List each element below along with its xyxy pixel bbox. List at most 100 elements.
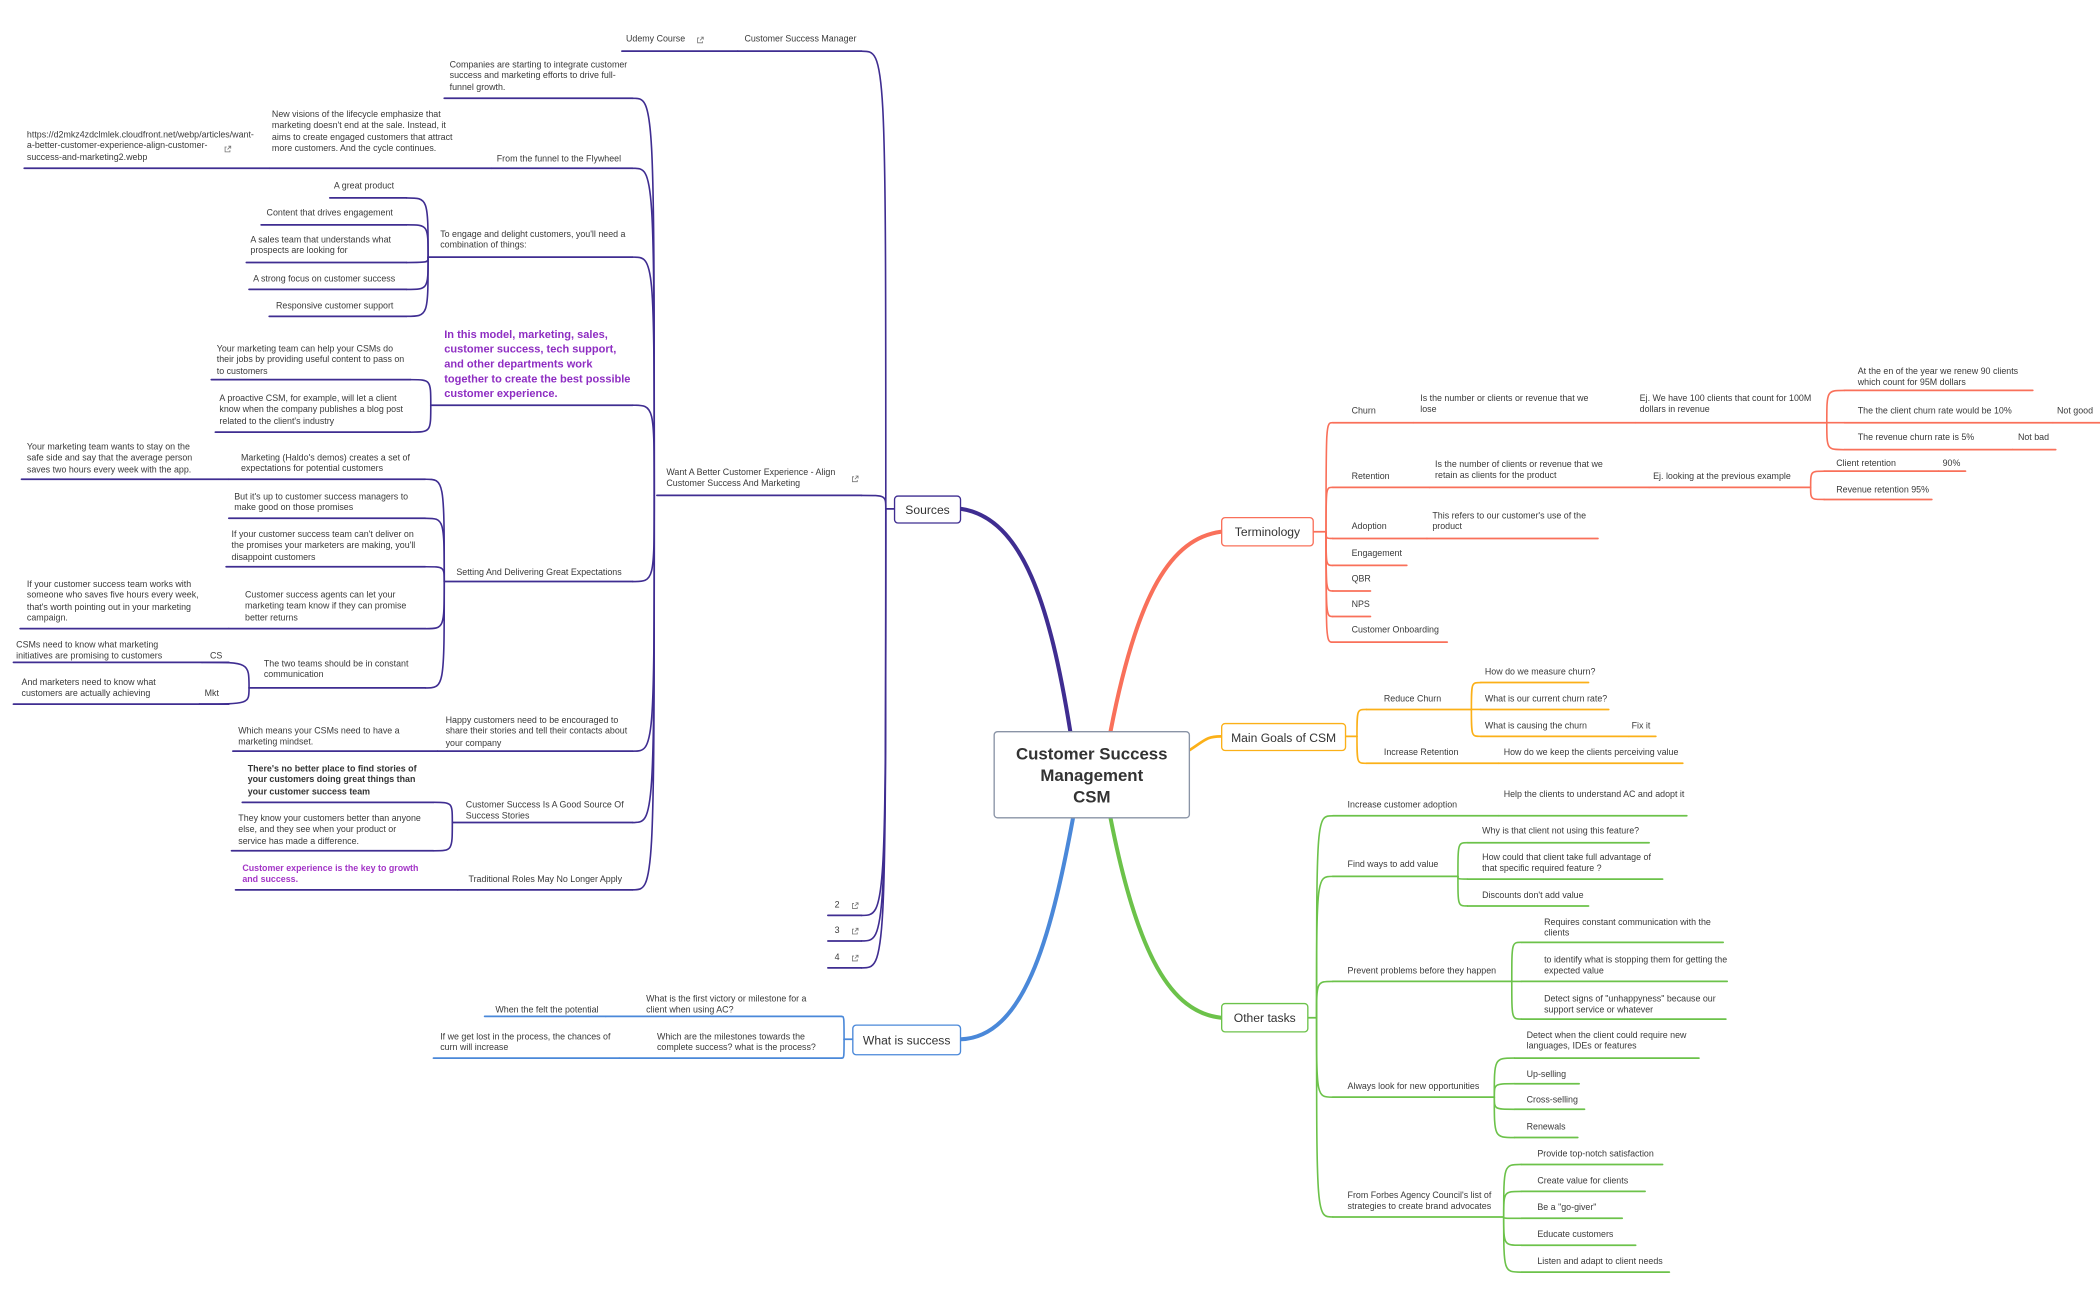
topic-label[interactable]: Prevent problems before they happen <box>1347 965 1497 976</box>
topic-label[interactable]: Churn <box>1351 405 1376 416</box>
topic-label[interactable]: Educate customers <box>1537 1229 1614 1240</box>
topic-label[interactable]: They know your customers better than any… <box>238 813 421 847</box>
topic-label[interactable]: CS <box>210 650 223 661</box>
topic-label[interactable]: If your customer success team can't deli… <box>231 529 416 563</box>
topic-label[interactable]: Increase customer adoption <box>1347 800 1458 810</box>
external-link-icon[interactable] <box>223 145 232 153</box>
topic-label[interactable]: In this model, marketing, sales, custome… <box>444 328 631 400</box>
topic-what-is-success[interactable]: What is success <box>852 1024 962 1056</box>
topic-label[interactable]: And marketers need to know what customer… <box>21 677 156 699</box>
external-link-icon[interactable] <box>851 475 859 483</box>
topic-label[interactable]: Companies are starting to integrate cust… <box>449 59 628 93</box>
topic-label[interactable]: A great product <box>333 181 395 191</box>
topic-label[interactable]: 2 <box>834 899 840 910</box>
topic-label[interactable]: Customer experience is the key to growth… <box>242 863 419 885</box>
topic-label[interactable]: Your marketing team wants to stay on the… <box>26 442 193 475</box>
topic-label[interactable]: The the client churn rate would be 10% <box>1857 405 2012 416</box>
topic-label[interactable]: Always look for new opportunities <box>1347 1081 1480 1092</box>
topic-label[interactable]: A sales team that understands what prosp… <box>250 234 392 256</box>
topic-label[interactable]: 90% <box>1942 458 1961 468</box>
topic-label[interactable]: A strong focus on customer success <box>253 273 396 284</box>
topic-label[interactable]: From the funnel to the Flywheel <box>496 154 622 164</box>
topic-label[interactable]: 4 <box>834 952 840 962</box>
topic-label[interactable]: The revenue churn rate is 5% <box>1857 432 1975 443</box>
topic-label[interactable]: CSMs need to know what marketing initiat… <box>16 640 163 661</box>
topic-label[interactable]: QBR <box>1351 574 1371 584</box>
topic-label[interactable]: Revenue retention 95% <box>1836 485 1929 495</box>
topic-label[interactable]: Client retention <box>1836 458 1896 468</box>
topic-label[interactable]: Find ways to add value <box>1347 859 1439 869</box>
topic-label[interactable]: Renewals <box>1526 1122 1566 1132</box>
topic-label[interactable]: Up-selling <box>1526 1069 1567 1079</box>
external-link-icon[interactable] <box>851 902 859 910</box>
topic-label[interactable]: Content that drives engagement <box>266 207 393 218</box>
topic-label[interactable]: Detect when the client could require new… <box>1526 1030 1687 1052</box>
external-link-icon[interactable] <box>851 927 859 936</box>
topic-label[interactable]: 3 <box>834 925 840 935</box>
topic-label[interactable]: What is causing the churn <box>1484 720 1588 731</box>
topic-label[interactable]: Which means your CSMs need to have a mar… <box>238 726 400 748</box>
topic-label[interactable]: Setting And Delivering Great Expectation… <box>456 567 622 577</box>
topic-label[interactable]: Cross-selling <box>1526 1095 1578 1105</box>
topic-label[interactable]: Ej. looking at the previous example <box>1653 471 1791 482</box>
topic-label[interactable]: Provide top-notch satisfaction <box>1537 1148 1654 1159</box>
topic-label[interactable]: Responsive customer support <box>275 300 394 311</box>
topic-label[interactable]: Is the number of clients or revenue that… <box>1435 459 1603 481</box>
topic-label[interactable]: What is the first victory or milestone f… <box>646 994 807 1016</box>
topic-label[interactable]: How do we keep the clients perceiving va… <box>1503 747 1679 758</box>
topic-label[interactable]: How could that client take full advantag… <box>1482 852 1651 874</box>
topic-label[interactable]: The two teams should be in constant comm… <box>263 658 409 680</box>
topic-label[interactable]: What is our current churn rate? <box>1484 693 1608 704</box>
topic-label[interactable]: When the felt the potential <box>495 1004 599 1015</box>
external-link-icon[interactable] <box>696 36 704 44</box>
topic-label[interactable]: Ej. We have 100 clients that count for 1… <box>1639 393 1812 415</box>
topic-label[interactable]: to identify what is stopping them for ge… <box>1544 955 1728 976</box>
topic-label[interactable]: https://d2mkz4zdclmlek.cloudfront.net/we… <box>26 129 254 163</box>
topic-label[interactable]: Discounts don't add value <box>1482 890 1584 900</box>
topic-label[interactable]: Why is that client not using this featur… <box>1482 825 1640 836</box>
topic-label[interactable]: But it's up to customer success managers… <box>234 492 409 513</box>
topic-label[interactable]: NPS <box>1351 599 1370 610</box>
topic-main-goals[interactable]: Main Goals of CSM <box>1221 722 1347 752</box>
topic-label[interactable]: This refers to our customer's use of the… <box>1432 510 1587 532</box>
topic-label[interactable]: Engagement <box>1351 548 1402 558</box>
topic-label[interactable]: To engage and delight customers, you'll … <box>440 229 626 251</box>
topic-label[interactable]: Customer success agents can let your mar… <box>245 590 407 623</box>
topic-label[interactable]: Not bad <box>2017 432 2050 443</box>
topic-label[interactable]: Customer Success Is A Good Source Of Suc… <box>465 800 624 822</box>
topic-label[interactable]: From Forbes Agency Council's list of str… <box>1347 1190 1492 1212</box>
topic-label[interactable]: Requires constant communication with the… <box>1544 917 1711 939</box>
topic-label[interactable]: Not good <box>2056 405 2094 416</box>
topic-label[interactable]: Help the clients to understand AC and ad… <box>1503 789 1685 799</box>
topic-label[interactable]: At the en of the year we renew 90 client… <box>1857 366 2019 388</box>
topic-label[interactable]: A proactive CSM, for example, will let a… <box>219 393 403 427</box>
topic-label[interactable]: Which are the milestones towards the com… <box>656 1031 816 1053</box>
central-topic[interactable]: Customer Success Management CSM <box>993 730 1191 819</box>
topic-label[interactable]: Listen and adapt to client needs <box>1537 1256 1663 1267</box>
external-link-icon[interactable] <box>851 954 859 962</box>
topic-label[interactable]: Adoption <box>1351 521 1387 532</box>
topic-terminology[interactable]: Terminology <box>1221 516 1314 547</box>
topic-label[interactable]: If we get lost in the process, the chanc… <box>440 1031 611 1053</box>
topic-label[interactable]: Fix it <box>1631 720 1651 731</box>
topic-label[interactable]: Customer Success Manager <box>744 34 857 44</box>
topic-label[interactable]: There's no better place to find stories … <box>247 763 417 797</box>
topic-label[interactable]: Mkt <box>204 688 219 699</box>
topic-label[interactable]: Traditional Roles May No Longer Apply <box>468 874 623 884</box>
topic-label[interactable]: Detect signs of "unhappyness" because ou… <box>1544 994 1716 1016</box>
topic-sources[interactable]: Sources <box>893 495 962 524</box>
topic-label[interactable]: How do we measure churn? <box>1484 667 1596 677</box>
topic-label[interactable]: Create value for clients <box>1537 1175 1629 1186</box>
topic-other-tasks[interactable]: Other tasks <box>1221 1002 1309 1033</box>
topic-label[interactable]: Be a "go-giver" <box>1537 1202 1597 1213</box>
topic-label[interactable]: Is the number or clients or revenue that… <box>1420 393 1589 415</box>
topic-label[interactable]: New visions of the lifecycle emphasize t… <box>271 109 453 154</box>
topic-label[interactable]: Customer Onboarding <box>1351 625 1439 635</box>
topic-label[interactable]: Your marketing team can help your CSMs d… <box>216 343 405 377</box>
topic-label[interactable]: Retention <box>1351 471 1390 482</box>
topic-label[interactable]: Happy customers need to be encouraged to… <box>445 715 628 748</box>
topic-label[interactable]: Marketing (Haldo's demos) creates a set … <box>240 452 410 474</box>
topic-label[interactable]: Udemy Course <box>625 34 686 44</box>
topic-label[interactable]: Want A Better Customer Experience - Alig… <box>666 467 836 489</box>
